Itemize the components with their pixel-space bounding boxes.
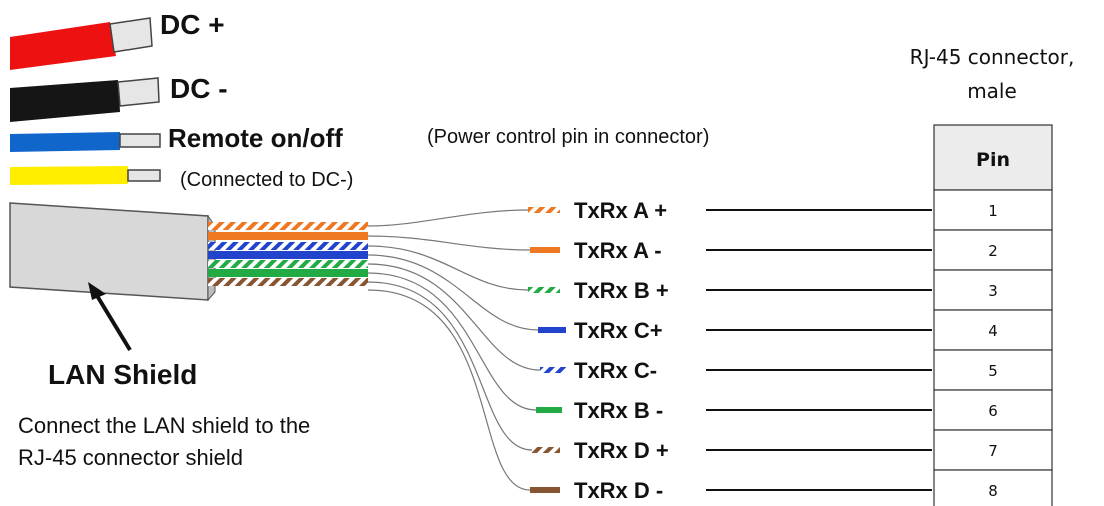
pair-blue — [208, 251, 368, 259]
power-wires: DC + DC - Remote on/off (Power control p… — [10, 9, 709, 191]
signal-wire-tip-6 — [536, 407, 562, 413]
pin-row-2 — [933, 229, 1053, 271]
pair-brown-white — [208, 278, 368, 286]
signal-label-4: TxRx C+ — [574, 318, 663, 343]
pin-row-3 — [933, 269, 1053, 311]
signal-label-8: TxRx D - — [574, 478, 663, 503]
instruction-line-2: RJ-45 connector shield — [18, 445, 243, 470]
signal-wire-4 — [367, 254, 539, 331]
signal-wire-6 — [367, 272, 537, 411]
lan-cable — [9, 202, 368, 302]
pin-number-7: 7 — [988, 442, 998, 460]
shield-arrow — [88, 282, 132, 352]
pin-header-cell — [933, 124, 1053, 191]
remote-wire — [10, 132, 161, 152]
remote-note: (Power control pin in connector) — [427, 126, 709, 148]
dc-minus-wire — [10, 77, 160, 122]
pin-number-4: 4 — [988, 322, 998, 340]
pair-orange-white — [208, 222, 368, 230]
pair-blue-white — [208, 242, 368, 250]
signal-wire-5 — [367, 263, 541, 371]
lan-shield-label: LAN Shield — [48, 359, 197, 390]
pin-row-5 — [933, 349, 1053, 391]
pin-number-6: 6 — [988, 402, 998, 420]
dc-minus-label: DC - — [170, 73, 228, 104]
pair-green-white — [208, 260, 368, 268]
pin-table: Pin 1 2 3 4 5 6 7 8 — [933, 124, 1053, 506]
signal-label-6: TxRx B - — [574, 398, 663, 423]
pin-row-8 — [933, 469, 1053, 506]
pin-number-5: 5 — [988, 362, 998, 380]
signal-label-1: TxRx A + — [574, 198, 667, 223]
instruction-line-1: Connect the LAN shield to the — [18, 413, 310, 438]
signal-wire-tip-3 — [528, 287, 560, 293]
signal-label-5: TxRx C- — [574, 358, 657, 383]
pair-green — [208, 269, 368, 277]
pair-orange — [208, 232, 368, 240]
signal-label-7: TxRx D + — [574, 438, 669, 463]
connector-title-line-2: male — [967, 79, 1017, 103]
pin-number-2: 2 — [988, 242, 998, 260]
signal-label-3: TxRx B + — [574, 278, 669, 303]
yellow-note: (Connected to DC-) — [180, 169, 353, 191]
signal-label-2: TxRx A - — [574, 238, 662, 263]
pin-row-1 — [933, 189, 1053, 231]
signal-wire-2 — [367, 235, 531, 251]
signal-wire-7 — [367, 281, 533, 451]
connector-title-line-1: RJ-45 connector, — [910, 45, 1075, 69]
signal-wire-8 — [367, 289, 531, 491]
signal-wires: TxRx A + TxRx A - TxRx B + TxRx C+ TxRx C- Tx… — [367, 198, 932, 503]
signal-wire-tip-4 — [538, 327, 566, 333]
dc-plus-wire — [10, 17, 153, 70]
pin-row-6 — [933, 389, 1053, 431]
pin-number-8: 8 — [988, 482, 998, 500]
signal-wire-tip-1 — [528, 207, 560, 213]
remote-label: Remote on/off — [168, 123, 343, 153]
signal-wire-1 — [367, 209, 529, 227]
pin-number-1: 1 — [988, 202, 998, 220]
pin-number-3: 3 — [988, 282, 998, 300]
yellow-wire — [10, 166, 161, 185]
signal-wire-tip-7 — [532, 447, 560, 453]
signal-wire-3 — [367, 245, 529, 291]
dc-plus-label: DC + — [160, 9, 225, 40]
pin-row-4 — [933, 309, 1053, 351]
pin-header: Pin — [976, 149, 1010, 171]
signal-wire-tip-5 — [540, 367, 566, 373]
signal-wire-tip-8 — [530, 487, 560, 493]
signal-wire-tip-2 — [530, 247, 560, 253]
